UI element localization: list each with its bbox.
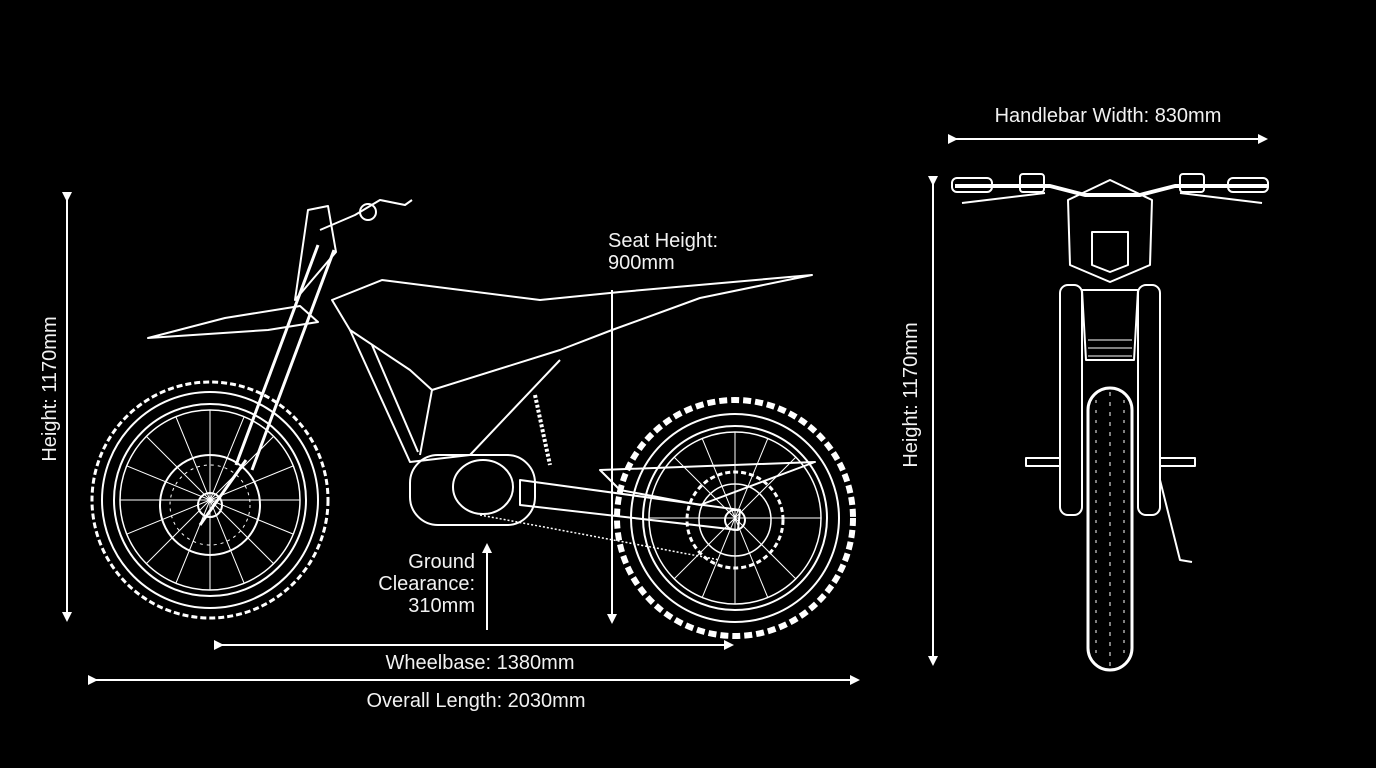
side-height-label: Height: 1170mm — [39, 316, 61, 462]
front-height-label: Height: 1170mm — [900, 322, 922, 468]
front-dimension-lines — [928, 134, 1268, 666]
overall-length-label: Overall Length: 2030mm — [366, 690, 586, 712]
front-brake-disc — [159, 454, 261, 556]
bike-body — [147, 199, 816, 561]
motor-housing — [409, 454, 536, 526]
rear-wheel — [614, 397, 856, 639]
front-wheel — [90, 380, 330, 620]
handlebar-width-label: Handlebar Width: 830mm — [994, 105, 1222, 127]
front-view-motorcycle — [951, 173, 1269, 672]
rear-sprocket — [685, 470, 785, 570]
ground-clearance-label: Ground Clearance: 310mm — [378, 551, 475, 617]
wheelbase-label: Wheelbase: 1380mm — [385, 652, 575, 674]
front-view-tire — [1086, 386, 1134, 672]
seat-height-label: Seat Height: 900mm — [608, 230, 719, 274]
side-dimension-lines — [62, 192, 860, 685]
